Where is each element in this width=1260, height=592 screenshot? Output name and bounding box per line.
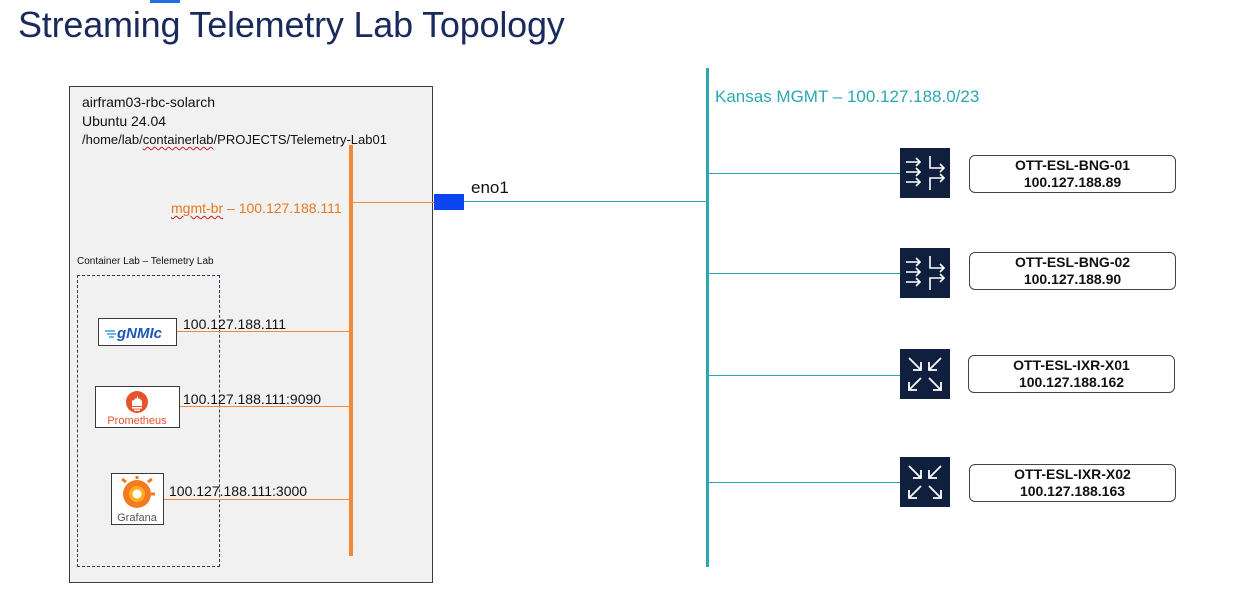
- prometheus-logo-text: Prometheus: [107, 415, 167, 427]
- nic-to-mgmt-link: [464, 201, 707, 202]
- device-label-bng-01: OTT-ESL-BNG-01 100.127.188.89: [969, 155, 1176, 193]
- device-ip: 100.127.188.163: [1019, 483, 1126, 499]
- device-label-bng-02: OTT-ESL-BNG-02 100.127.188.90: [969, 252, 1176, 290]
- device-name: OTT-ESL-IXR-X02: [1014, 466, 1131, 482]
- grafana-logo: Grafana: [111, 473, 164, 525]
- gnmic-logo-text: gNMIc: [116, 325, 163, 342]
- host-name: airfram03-rbc-solarch: [82, 94, 216, 110]
- mgmt-network-label: Kansas MGMT – 100.127.188.0/23: [715, 87, 980, 106]
- gnmic-link: [177, 331, 349, 332]
- router-icon: [900, 248, 950, 298]
- device-name: OTT-ESL-BNG-01: [1014, 157, 1131, 173]
- host-os: Ubuntu 24.04: [82, 113, 167, 129]
- eno1-port: [434, 194, 464, 210]
- switch-icon: [900, 457, 950, 507]
- bridge-to-nic-link: [351, 202, 434, 203]
- device-link-ixr-x02: [709, 482, 900, 483]
- grafana-link: [164, 499, 349, 500]
- device-name: OTT-ESL-BNG-02: [1014, 254, 1131, 270]
- title-accent-bar: [150, 0, 180, 3]
- device-ip: 100.127.188.162: [1018, 374, 1125, 390]
- gnmic-logo: gNMIc: [98, 318, 177, 346]
- prometheus-link: [180, 406, 349, 407]
- device-ip: 100.127.188.90: [1023, 271, 1122, 287]
- mgmt-network-bus: [706, 68, 709, 567]
- mgmt-bridge-bus: [349, 145, 353, 556]
- page-title: Streaming Telemetry Lab Topology: [18, 4, 565, 45]
- eno1-label: eno1: [471, 178, 509, 197]
- switch-icon: [900, 349, 950, 399]
- gnmic-ip: 100.127.188.111: [183, 316, 287, 332]
- device-label-ixr-x02: OTT-ESL-IXR-X02 100.127.188.163: [969, 464, 1176, 502]
- router-icon: [900, 148, 950, 198]
- device-link-ixr-x01: [709, 375, 900, 376]
- host-path: /home/lab/containerlab/PROJECTS/Telemetr…: [82, 132, 387, 147]
- prometheus-ip: 100.127.188.111:9090: [183, 391, 322, 407]
- container-lab-box: [77, 275, 220, 567]
- device-link-bng-02: [709, 273, 900, 274]
- mgmt-bridge-label: mgmt-br – 100.127.188.111: [171, 200, 342, 216]
- prometheus-logo: Prometheus: [95, 386, 180, 428]
- device-label-ixr-x01: OTT-ESL-IXR-X01 100.127.188.162: [968, 355, 1175, 393]
- device-name: OTT-ESL-IXR-X01: [1013, 357, 1130, 373]
- container-lab-label: Container Lab – Telemetry Lab: [77, 256, 214, 267]
- grafana-logo-text: Grafana: [117, 512, 158, 524]
- device-ip: 100.127.188.89: [1023, 174, 1122, 190]
- grafana-ip: 100.127.188.111:3000: [169, 483, 308, 499]
- device-link-bng-01: [709, 173, 900, 174]
